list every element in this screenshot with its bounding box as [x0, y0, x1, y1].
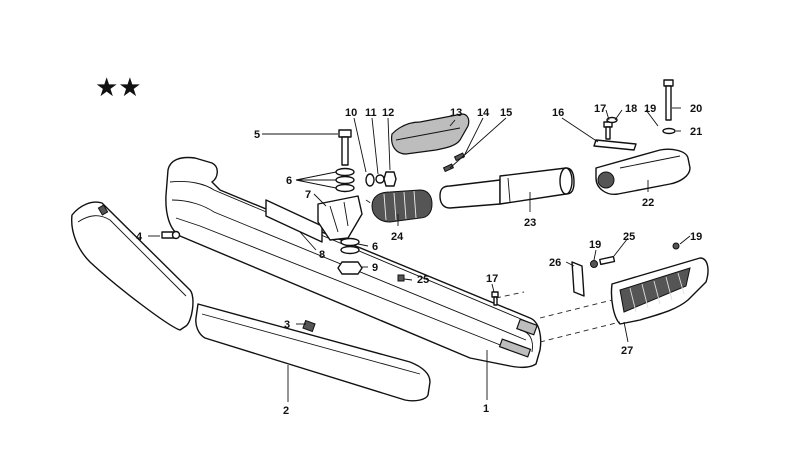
part-9-nut: [337, 261, 363, 275]
part-26-bracket: [571, 261, 585, 297]
part-25-screw-middle: [397, 274, 405, 282]
part-24-rubber-boot: [371, 189, 433, 223]
callout-9: 9: [372, 262, 378, 274]
alignment-line: [495, 291, 525, 299]
part-21-washer: [662, 127, 676, 135]
part-17-screw-middle: [491, 291, 499, 306]
part-13-cover: [391, 113, 470, 155]
alignment-line: [539, 321, 621, 343]
callout-14: 14: [477, 107, 490, 119]
callout-11: 11: [365, 107, 377, 119]
callout-7: 7: [305, 189, 311, 201]
callout-21: 21: [690, 126, 702, 138]
alignment-line: [365, 199, 373, 205]
part-15-screw: [442, 163, 455, 173]
part-20-bolt: [663, 79, 674, 121]
callout-4: 4: [136, 231, 143, 243]
part-27-end-guard: [610, 257, 709, 325]
leader-lines: [148, 107, 691, 402]
callout-25-right: 25: [623, 231, 635, 243]
star-marker: ★★: [95, 73, 142, 103]
part-17-screw-top: [603, 121, 613, 140]
callout-24: 24: [391, 231, 404, 243]
part-18-washer: [606, 116, 618, 124]
part-5-bolt: [338, 129, 352, 166]
callout-26: 26: [549, 257, 561, 269]
callout-22: 22: [642, 197, 654, 209]
part-10-washer: [365, 173, 375, 187]
callout-27: 27: [621, 345, 633, 357]
callout-13: 13: [450, 107, 462, 119]
part-11-lock-washer: [375, 174, 385, 184]
part-8-mount-plate: [265, 199, 323, 243]
callout-16: 16: [552, 107, 564, 119]
callout-15: 15: [500, 107, 512, 119]
part-4-screw: [161, 230, 181, 240]
callout-8: 8: [319, 249, 325, 261]
callout-5: 5: [254, 129, 260, 141]
part-12-nut: [383, 171, 397, 187]
part-3-clip: [302, 319, 316, 333]
part-25-screw-right: [599, 255, 616, 266]
part-19-screw-top-right: [672, 242, 680, 250]
part-19-nut-right: [590, 260, 598, 268]
callout-19-far-right: 19: [690, 231, 702, 243]
part-7-bracket: [317, 195, 363, 241]
callout-19-right: 19: [589, 239, 601, 251]
alignment-line: [539, 299, 613, 319]
callout-18: 18: [625, 103, 637, 115]
callout-19-top: 19: [644, 103, 656, 115]
callout-10: 10: [345, 107, 357, 119]
callout-12: 12: [382, 107, 394, 119]
callout-6-upper: 6: [286, 175, 292, 187]
callout-23: 23: [524, 217, 536, 229]
callout-2: 2: [283, 405, 289, 417]
part-16-strap: [593, 139, 637, 151]
callout-17-middle: 17: [486, 273, 498, 285]
part-23-absorber: [439, 167, 575, 209]
callout-1: 1: [483, 403, 489, 415]
callout-3: 3: [284, 319, 290, 331]
part-22-housing: [595, 148, 691, 195]
callout-6-lower: 6: [372, 241, 378, 253]
callout-20: 20: [690, 103, 702, 115]
callout-labels: 1 2 3 4 5 6 6 7 8 9 10 11 12 13 14 15 16…: [136, 103, 702, 417]
part-6-washers: [335, 167, 360, 255]
callout-25-middle: 25: [417, 274, 429, 286]
callout-17-top: 17: [594, 103, 606, 115]
part-2-lower-trim: [71, 201, 431, 402]
